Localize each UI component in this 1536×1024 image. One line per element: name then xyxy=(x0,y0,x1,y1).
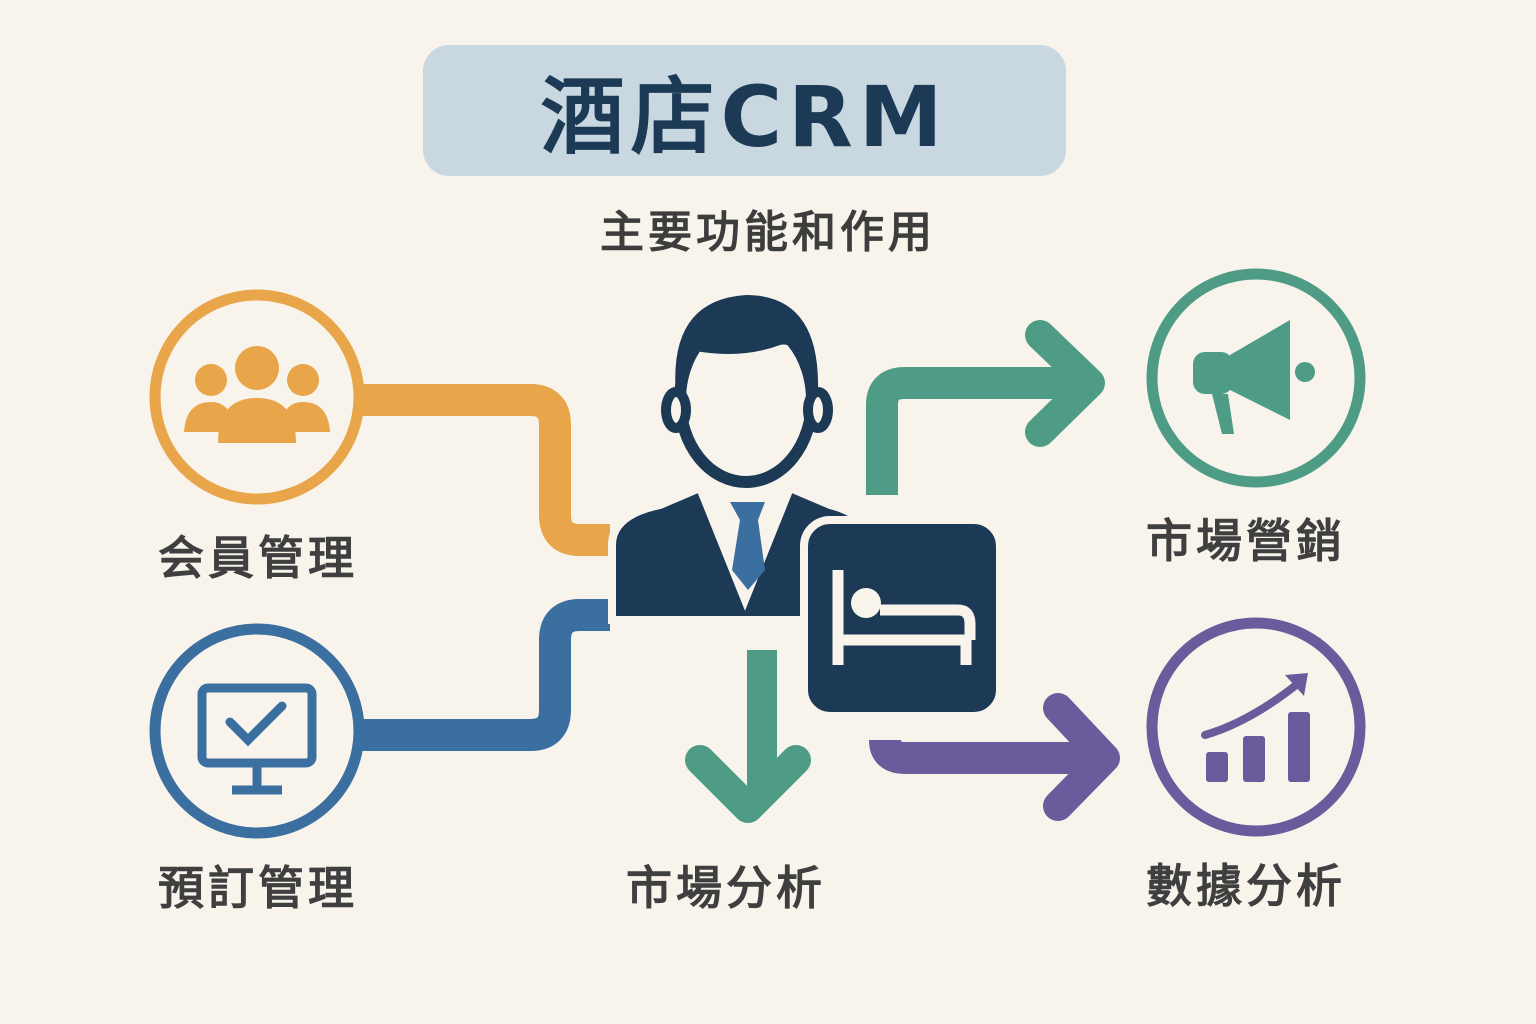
bar-chart-icon xyxy=(1201,673,1310,782)
title-banner: 酒店CRM xyxy=(423,45,1066,176)
connector-marketing xyxy=(866,367,1090,495)
connector-booking xyxy=(360,599,610,751)
bed-icon xyxy=(800,516,1004,720)
arrow-head-marketing xyxy=(1025,320,1105,447)
connector-data xyxy=(869,738,1105,774)
megaphone-icon xyxy=(1193,320,1315,434)
label-market-analysis: 市場分析 xyxy=(626,861,826,915)
label-data-analysis: 數據分析 xyxy=(1146,859,1346,913)
members-circle xyxy=(149,289,365,505)
label-booking: 預訂管理 xyxy=(158,861,358,915)
monitor-check-icon xyxy=(197,683,317,795)
arrow-head-analysis xyxy=(685,745,811,823)
data-circle xyxy=(1146,617,1366,837)
users-icon xyxy=(184,346,330,443)
label-marketing: 市場營銷 xyxy=(1146,514,1346,568)
marketing-circle xyxy=(1146,268,1366,488)
connector-members xyxy=(360,384,610,556)
label-members: 会員管理 xyxy=(158,531,358,585)
booking-circle xyxy=(149,623,365,839)
arrow-head-data xyxy=(1043,693,1120,821)
title: 酒店CRM xyxy=(540,68,949,166)
subtitle: 主要功能和作用 xyxy=(600,207,936,258)
